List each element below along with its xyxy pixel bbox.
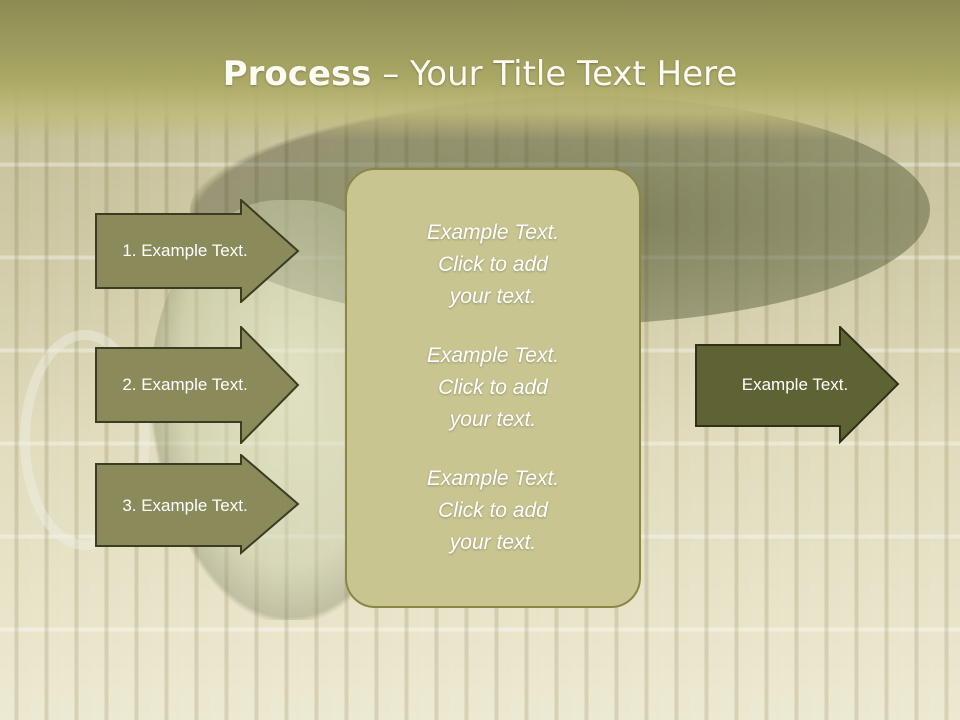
step-3-arrow[interactable]: 3. Example Text. [95, 454, 300, 558]
title-band [0, 0, 960, 140]
result-label: Example Text. [741, 375, 849, 394]
title-bold: Process [222, 54, 372, 94]
step-2-label: 2. Example Text. [122, 375, 248, 394]
step-1-label: 1. Example Text. [122, 241, 248, 260]
result-arrow[interactable]: Example Text. [695, 326, 900, 444]
center-paragraph-1: Example Text. Click to add your text. [426, 221, 560, 308]
arrow-shape [95, 454, 300, 556]
step-1-arrow[interactable]: 1. Example Text. [95, 199, 300, 303]
center-text-box[interactable]: Example Text. Click to add your text. Ex… [345, 168, 641, 608]
step-2-arrow[interactable]: 2. Example Text. [95, 326, 300, 444]
arrow-shape [95, 326, 300, 444]
slide-title[interactable]: Process – Your Title Text Here [0, 54, 960, 94]
arrow-shape [95, 199, 300, 303]
center-paragraph-2: Example Text. Click to add your text. [426, 344, 560, 431]
center-paragraph-3: Example Text. Click to add your text. [426, 467, 560, 554]
title-rest: – Your Title Text Here [371, 54, 738, 94]
arrow-shape [695, 326, 900, 444]
step-3-label: 3. Example Text. [122, 496, 248, 515]
